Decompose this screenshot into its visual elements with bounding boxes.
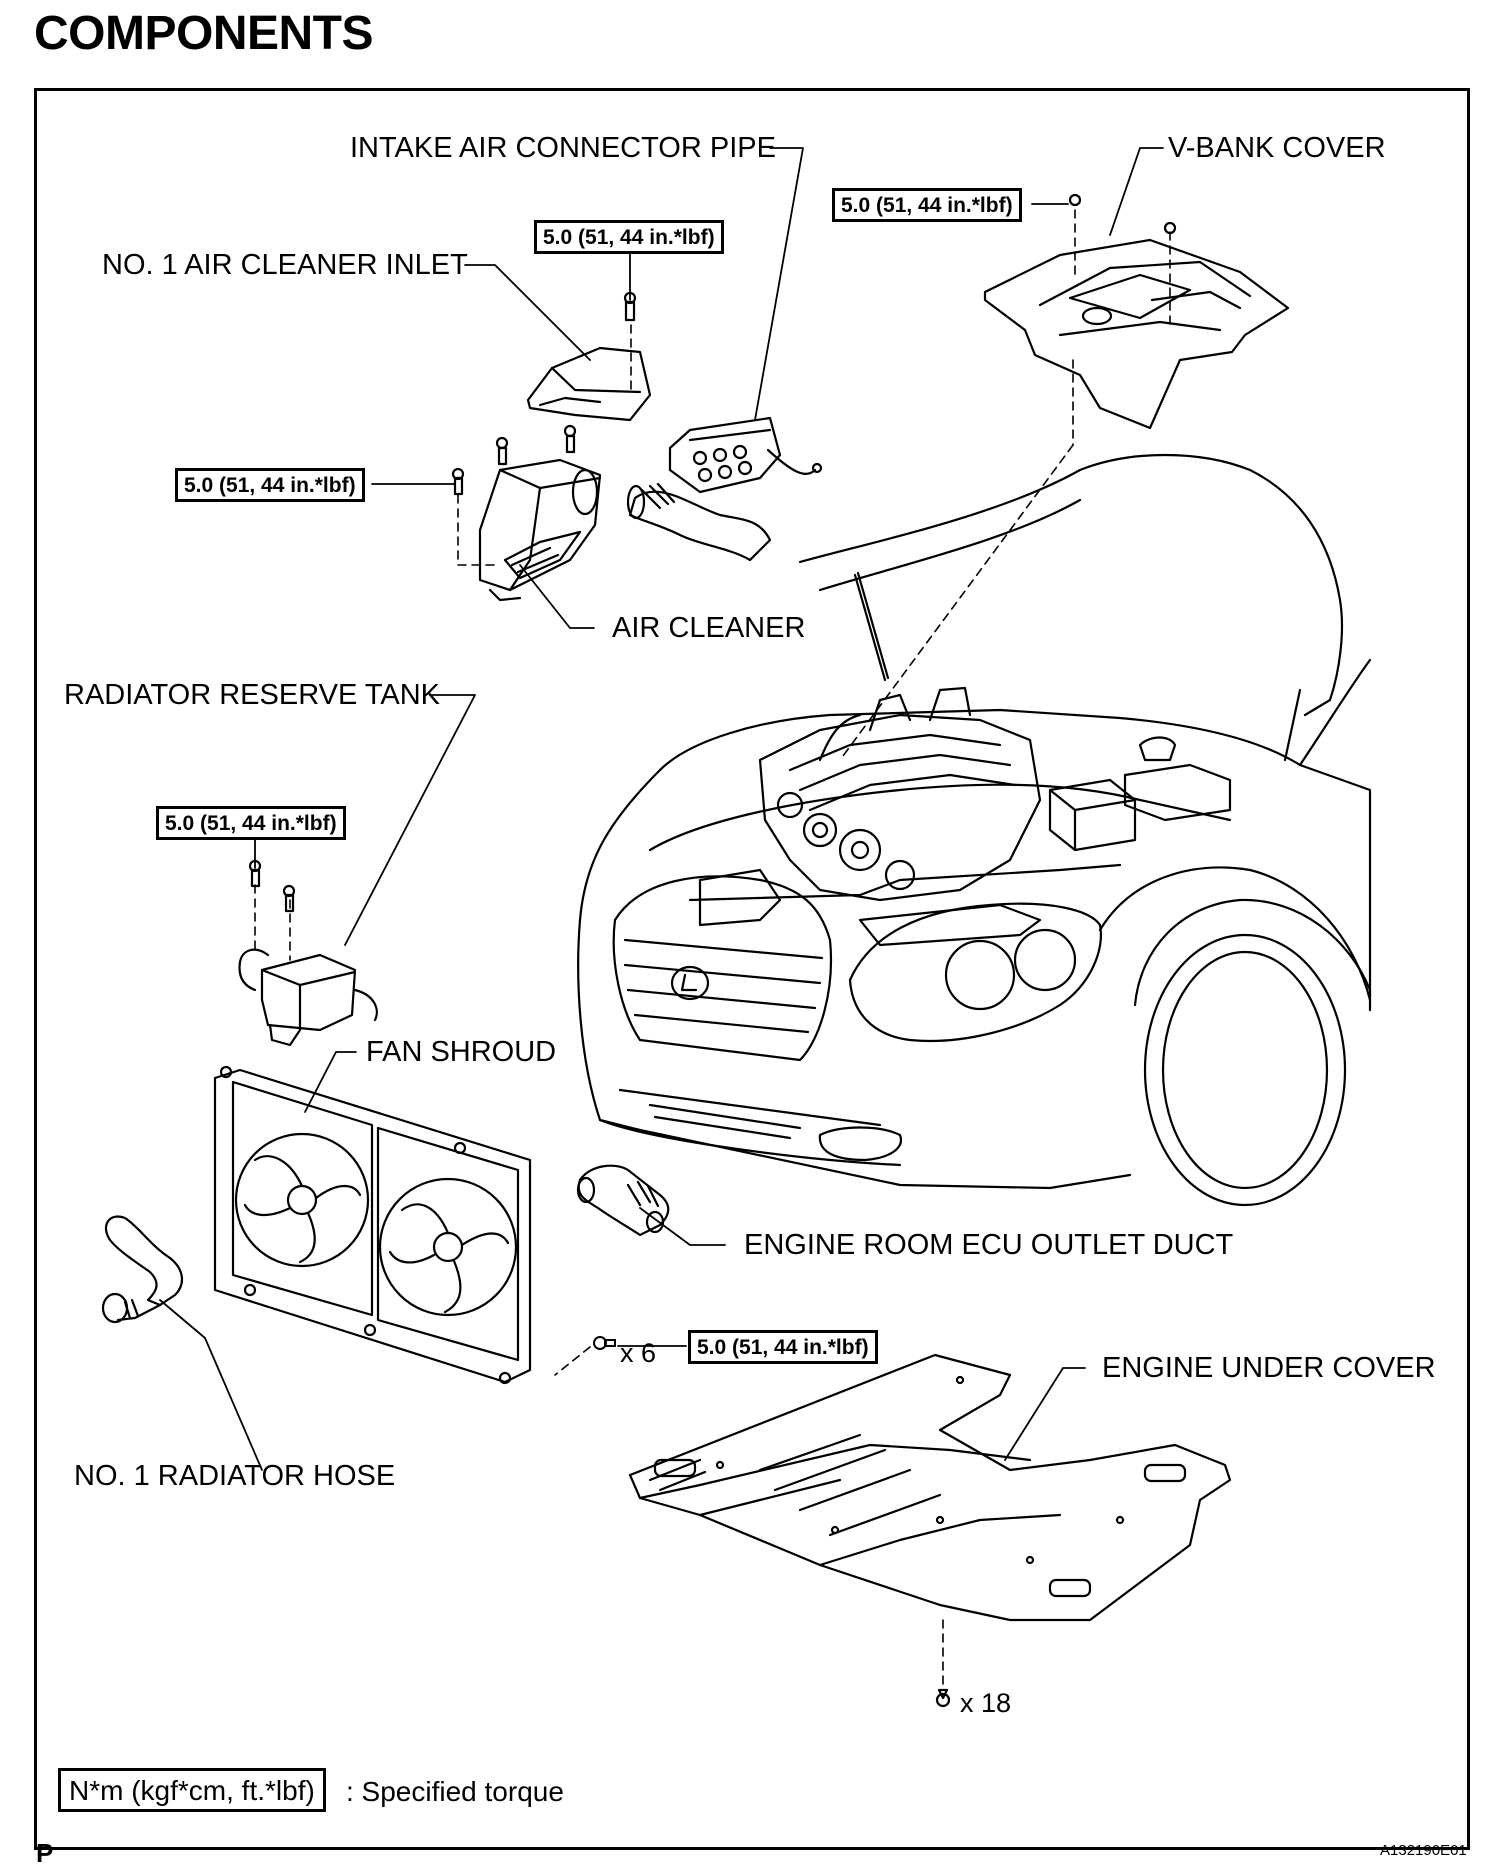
label-v-bank-cover: V-BANK COVER (1168, 132, 1386, 164)
label-no1-radiator-hose: NO. 1 RADIATOR HOSE (74, 1460, 396, 1492)
legend-description: : Specified torque (346, 1776, 564, 1807)
page-title: COMPONENTS (34, 7, 374, 60)
radiator-hose-drawing (101, 1215, 183, 1324)
legend-unit-box: N*m (kgf*cm, ft.*lbf) (58, 1768, 326, 1812)
label-no1-air-cleaner-inlet: NO. 1 AIR CLEANER INLET (102, 249, 468, 281)
footer-figure-id: A132190E01 (1380, 1842, 1467, 1859)
intake-pipe-drawing (626, 416, 823, 562)
ecu-outlet-duct-drawing (576, 1164, 670, 1237)
count-under-cover-bolts: x 18 (960, 1688, 1012, 1718)
footer-section-mark: P (36, 1838, 54, 1868)
bolt-icon (593, 1336, 616, 1350)
count-fan-shroud-bolts: x 6 (620, 1338, 657, 1368)
air-cleaner-drawing (451, 424, 602, 602)
torque-fan-shroud: 5.0 (51, 44 in.*lbf) (688, 1330, 878, 1364)
label-engine-room-ecu-outlet-duct: ENGINE ROOM ECU OUTLET DUCT (744, 1229, 1234, 1261)
label-radiator-reserve-tank: RADIATOR RESERVE TANK (64, 679, 441, 711)
vehicle-drawing (577, 453, 1372, 1207)
label-engine-under-cover: ENGINE UNDER COVER (1102, 1352, 1436, 1384)
torque-air-cleaner-inlet: 5.0 (51, 44 in.*lbf) (534, 220, 724, 254)
label-fan-shroud: FAN SHROUD (366, 1036, 557, 1068)
engine-under-cover-drawing (628, 1353, 1232, 1708)
air-cleaner-inlet-drawing (526, 291, 652, 422)
label-air-cleaner: AIR CLEANER (612, 612, 806, 644)
label-intake-air-connector-pipe: INTAKE AIR CONNECTOR PIPE (350, 132, 776, 164)
leader-lines (159, 147, 1164, 1471)
fan-shroud-drawing (213, 1065, 532, 1385)
torque-air-cleaner: 5.0 (51, 44 in.*lbf) (175, 468, 365, 502)
torque-v-bank-cover: 5.0 (51, 44 in.*lbf) (832, 188, 1022, 222)
dashed-alignment-lines (254, 209, 1171, 1691)
diagram-frame (34, 88, 1470, 1850)
torque-reserve-tank: 5.0 (51, 44 in.*lbf) (156, 806, 346, 840)
v-bank-cover-drawing (983, 193, 1290, 430)
reserve-tank-drawing (238, 859, 378, 1047)
